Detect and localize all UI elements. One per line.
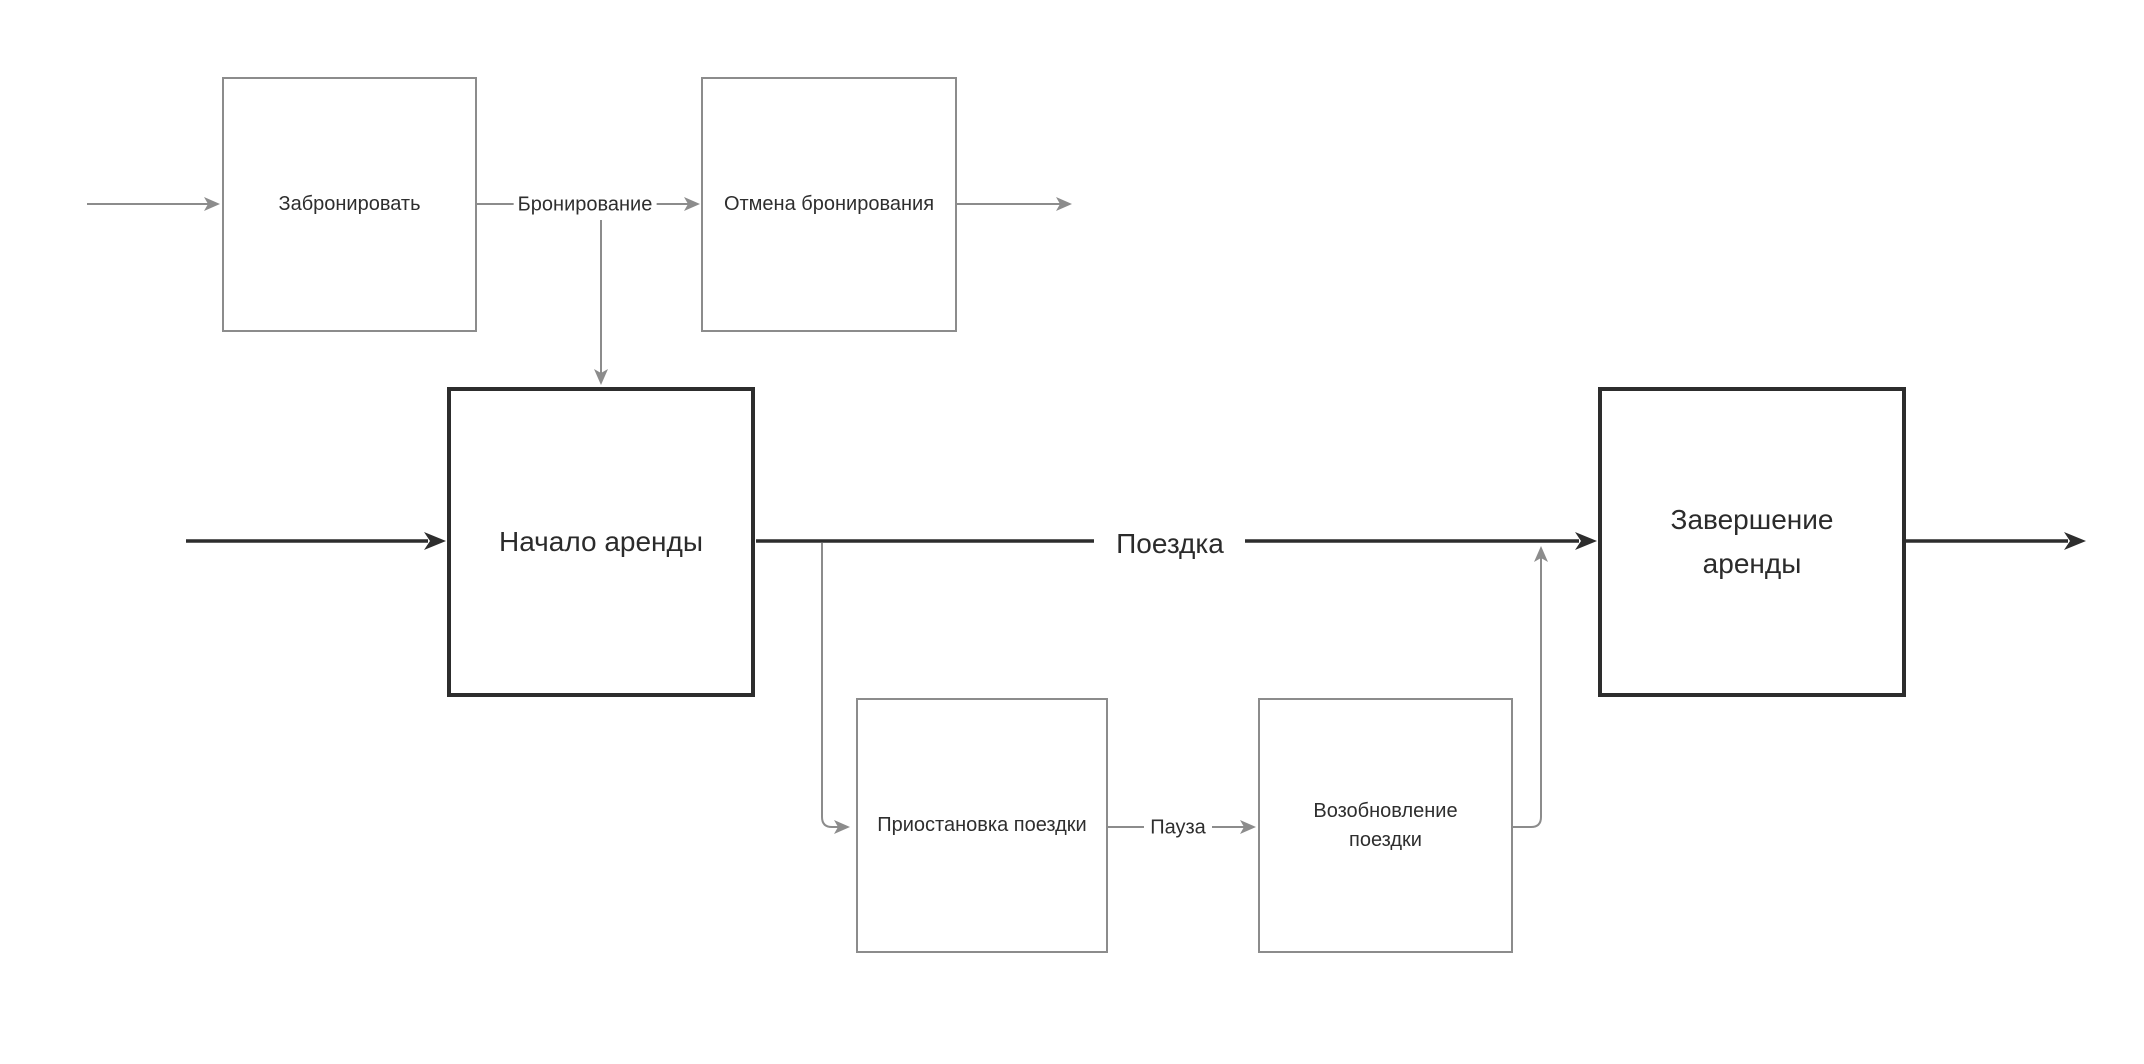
edge-pause-branch: [821, 543, 850, 834]
node-trip-pause: Приостановка поездки: [856, 698, 1108, 953]
arrowhead-right-icon: [204, 197, 220, 211]
arrowhead-up-icon: [1534, 546, 1548, 562]
arrowhead-down-icon: [594, 369, 608, 385]
arrowhead-right-icon: [834, 820, 850, 834]
edge-cancel-exit-arrow: [957, 197, 1072, 211]
edge-trip-right-segment: [1245, 532, 1597, 550]
arrowhead-right-icon: [1056, 197, 1072, 211]
node-trip-resume: Возобновление поездки: [1258, 698, 1513, 953]
edge-rental-end-exit-arrow: [1906, 532, 2086, 550]
arrowhead-right-icon: [1240, 820, 1256, 834]
arrowhead-right-bold-icon: [424, 532, 446, 550]
node-cancel-booking-label: Отмена бронирования: [723, 193, 935, 215]
node-trip-resume-label: Возобновление поездки: [1313, 799, 1458, 851]
node-rental-start: Начало аренды: [447, 387, 755, 697]
node-rental-end: Завершение аренды: [1598, 387, 1906, 697]
node-book: Забронировать: [222, 77, 477, 332]
edge-booking-label-to-cancel: [652, 197, 700, 211]
edge-entry-to-book: [87, 197, 220, 211]
edge-pause-label-to-resume: [1212, 820, 1256, 834]
node-trip-pause-label: Приостановка поездки: [877, 814, 1087, 836]
node-book-label: Забронировать: [278, 193, 421, 215]
edge-label-trip: Поездка: [1112, 528, 1228, 560]
node-rental-end-label: Завершение аренды: [1670, 504, 1834, 579]
node-rental-start-label: Начало аренды: [499, 526, 703, 558]
edge-booking-to-rental-start: [594, 220, 608, 385]
arrowhead-right-bold-icon: [1575, 532, 1597, 550]
node-cancel-booking: Отмена бронирования: [701, 77, 957, 332]
arrowhead-right-bold-icon: [2064, 532, 2086, 550]
edge-label-booking: Бронирование: [513, 193, 657, 217]
edge-resume-return: [1513, 546, 1548, 828]
edge-label-pause: Пауза: [1146, 816, 1210, 840]
arrowhead-right-icon: [684, 197, 700, 211]
edge-main-entry-arrow: [186, 532, 446, 550]
